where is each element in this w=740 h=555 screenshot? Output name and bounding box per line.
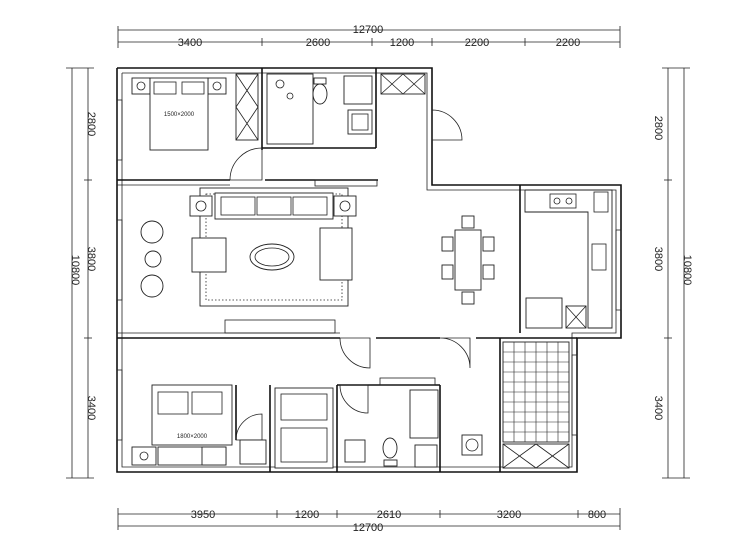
bed-small-label: 1500×2000 <box>164 112 195 118</box>
doors <box>229 109 471 441</box>
windows <box>116 99 622 441</box>
dim-bottom-seg: 2610 <box>377 509 401 521</box>
dim-top-seg: 2200 <box>465 37 489 49</box>
bathroom-bottom <box>344 389 439 468</box>
wardrobe <box>235 73 259 141</box>
toilet <box>382 437 398 459</box>
dim-right-seg: 2800 <box>652 116 664 140</box>
bedroom-master: 1800×2000 <box>131 384 334 469</box>
bedroom-small: 1500×2000 <box>131 73 259 151</box>
dimension-left: 2800 3800 3400 10800 <box>66 67 97 479</box>
dim-bottom-seg: 1200 <box>295 509 319 521</box>
dining-table <box>454 229 482 291</box>
dim-top-total: 12700 <box>353 24 384 36</box>
living-room <box>140 187 357 307</box>
dim-bottom-seg: 3950 <box>191 509 215 521</box>
washing-machine <box>461 434 483 456</box>
dim-top-seg: 3400 <box>178 37 202 49</box>
bed-master-label: 1800×2000 <box>177 434 208 440</box>
bed-small <box>149 77 209 151</box>
armchair <box>191 237 227 273</box>
armchair <box>319 227 353 281</box>
dimension-top: 12700 3400 2600 1200 2200 2200 <box>117 24 621 49</box>
fridge <box>525 297 563 329</box>
dim-left-seg: 3800 <box>85 247 97 271</box>
dim-top-seg: 2200 <box>556 37 580 49</box>
dim-right-seg: 3400 <box>652 396 664 420</box>
dim-right-total: 10800 <box>681 255 693 286</box>
stove <box>549 193 577 209</box>
dimension-bottom: 3950 1200 2610 3200 800 12700 <box>117 508 621 534</box>
toilet <box>312 83 328 105</box>
dim-bottom-total: 12700 <box>353 522 384 534</box>
shower-tray <box>344 439 366 463</box>
balcony <box>461 341 570 469</box>
washbasin <box>414 444 438 468</box>
dim-left-seg: 2800 <box>85 112 97 136</box>
dimension-right: 2800 3800 3400 10800 <box>652 67 693 479</box>
dim-left-seg: 3400 <box>85 396 97 420</box>
entry-cabinet <box>380 73 426 95</box>
kitchen <box>524 189 613 329</box>
dim-top-seg: 2600 <box>306 37 330 49</box>
dim-right-seg: 3800 <box>652 247 664 271</box>
desk <box>239 439 267 465</box>
bathroom-top <box>266 73 373 145</box>
kitchen-sink <box>591 243 607 271</box>
dim-top-seg: 1200 <box>390 37 414 49</box>
dim-bottom-seg: 3200 <box>497 509 521 521</box>
dim-left-total: 10800 <box>69 255 81 286</box>
dining <box>441 215 495 305</box>
dim-bottom-seg: 800 <box>588 509 606 521</box>
